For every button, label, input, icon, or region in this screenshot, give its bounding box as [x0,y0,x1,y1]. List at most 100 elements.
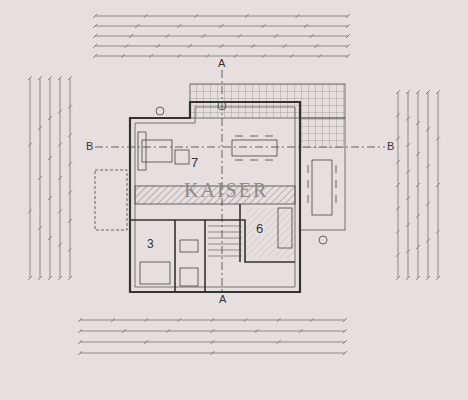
dimension-line [38,276,42,280]
dimension-line [177,54,181,58]
dimension-line [310,34,314,38]
dimension-line [58,176,62,180]
dimension-line [125,44,129,48]
dimension-line [68,105,72,109]
dimension-line [30,78,31,278]
dimension-line [436,183,440,187]
dimension-line [290,54,294,58]
room-number: 3 [146,238,155,250]
dimension-line [48,76,52,80]
dimension-line [48,276,52,280]
dimension-line [70,78,71,278]
dimension-line [436,276,440,280]
dimension-line [396,276,400,280]
dimension-line [68,247,72,251]
dimension-line [28,143,32,147]
dimension-line [426,202,430,206]
dimension-line [165,34,169,38]
dimension-line [68,76,72,80]
dimension-line [121,54,125,58]
dimension-line [38,226,42,230]
dimension-line [318,54,322,58]
dimension-line [277,340,281,344]
dimension-line [416,121,420,125]
dimension-line [111,318,115,322]
dimension-line [129,34,133,38]
dimension-line [416,245,420,249]
dimension-line [93,44,97,48]
dimension-line [396,90,400,94]
dimension-line [396,253,400,257]
dimension-line [188,44,192,48]
dimension-line [416,152,420,156]
dimension-line [346,14,350,18]
dimension-line [295,14,299,18]
dimension-line [245,14,249,18]
dimension-line [396,183,400,187]
dimension-line [211,351,215,355]
dimension-line [238,34,242,38]
dimension-line [244,318,248,322]
dimension-line [68,162,72,166]
dimension-line [251,44,255,48]
dimension-line [396,206,400,210]
dimension-line [28,209,32,213]
dimension-line [416,214,420,218]
dimension-line [38,126,42,130]
section-marker: A [217,58,226,69]
dimension-line [201,34,205,38]
dimension-line [396,113,400,117]
dimension-line [343,340,347,344]
dimension-line [416,90,420,94]
dimension-line [406,143,410,147]
dimension-line [95,36,348,37]
dimension-line [28,76,32,80]
dimension-line [58,276,62,280]
dimension-line [68,219,72,223]
dimension-line [408,92,409,278]
dimension-line [426,90,430,94]
dimension-line [48,236,52,240]
dimension-line [78,340,82,344]
dimension-line [93,54,97,58]
dimension-line [166,329,170,333]
dimension-line [38,176,42,180]
dimension-line [299,329,303,333]
dimension-line [205,54,209,58]
dimension-line [436,90,440,94]
dimension-line [93,34,97,38]
dimension-line [343,329,347,333]
dimension-line [58,143,62,147]
dimension-line [93,24,97,28]
dimension-line [274,34,278,38]
dimension-line [48,196,52,200]
dimension-line [406,90,410,94]
dimension-line [262,54,266,58]
dimension-line [346,34,350,38]
dimension-line [426,164,430,168]
dimension-line [28,276,32,280]
dimension-line [406,196,410,200]
dimension-line [396,160,400,164]
dimension-line [343,318,347,322]
dimension-line [220,44,224,48]
dimension-line [211,329,215,333]
dimension-line [277,318,281,322]
dimension-line [406,249,410,253]
dimension-line [149,54,153,58]
dimension-line [58,109,62,113]
dimension-line [156,44,160,48]
dimension-line [93,14,97,18]
dimension-line [58,209,62,213]
dimension-line [122,329,126,333]
dimension-line [144,14,148,18]
dimension-line [436,137,440,141]
dimension-line [95,16,348,17]
dimension-line [144,318,148,322]
dimension-line [220,24,224,28]
dimension-line [144,340,148,344]
dimension-line [426,127,430,131]
dimension-line [346,24,350,28]
